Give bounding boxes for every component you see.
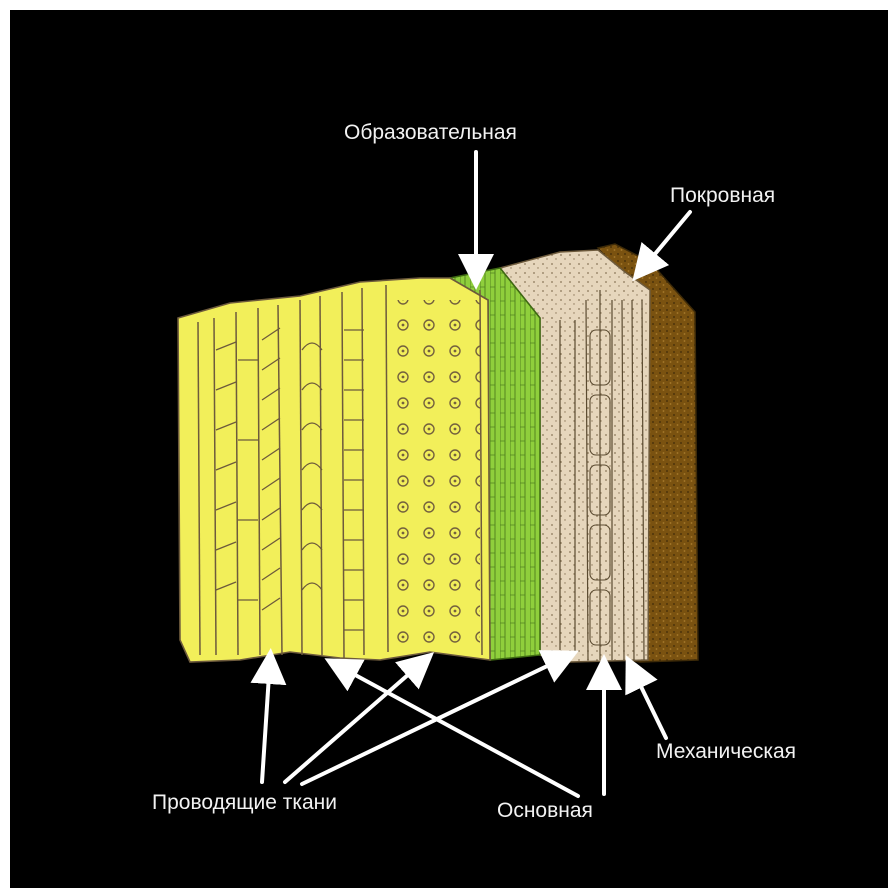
arrow-vascular-2: [285, 660, 425, 782]
label-meristem: Образовательная: [344, 121, 517, 145]
arrow-mechanical: [631, 666, 666, 738]
label-dermal: Покровная: [670, 184, 775, 208]
arrow-vascular-3: [302, 656, 568, 784]
arrow-vascular-1: [262, 660, 270, 782]
pitted-vessel-region: [392, 300, 480, 645]
arrow-ground-2: [335, 664, 578, 796]
label-vascular: Проводящие ткани: [152, 791, 337, 815]
label-ground: Основная: [497, 799, 593, 823]
arrow-dermal: [640, 212, 690, 272]
label-mechanical: Механическая: [656, 740, 796, 764]
